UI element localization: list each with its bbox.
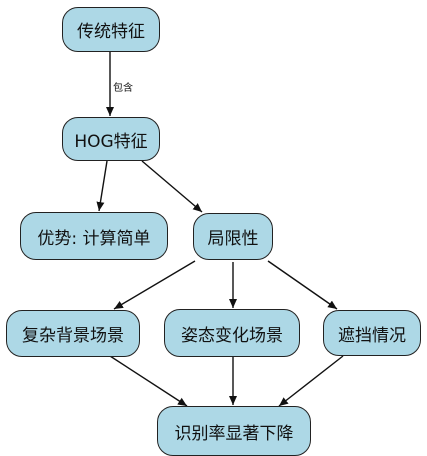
node-hog-features: HOG特征 xyxy=(62,117,160,161)
node-complex-background: 复杂背景场景 xyxy=(6,310,140,357)
edge-hog-limitation xyxy=(141,160,203,213)
edge-hog-advantage xyxy=(96,160,108,212)
edge-complexbg-drop xyxy=(109,355,188,407)
edge-limitation-occlusion xyxy=(267,260,338,310)
node-occlusion: 遮挡情况 xyxy=(323,310,421,356)
edge-limitation-complexbg xyxy=(113,260,196,310)
node-advantage: 优势: 计算简单 xyxy=(20,212,168,260)
node-traditional-features: 传统特征 xyxy=(62,7,160,52)
edge-occlusion-drop xyxy=(278,355,344,407)
node-limitation: 局限性 xyxy=(193,213,273,260)
edge-label-contains: 包含 xyxy=(113,83,133,94)
diagram-edges xyxy=(96,52,344,407)
node-pose-change: 姿态变化场景 xyxy=(164,309,300,357)
node-accuracy-drop: 识别率显著下降 xyxy=(157,406,311,456)
